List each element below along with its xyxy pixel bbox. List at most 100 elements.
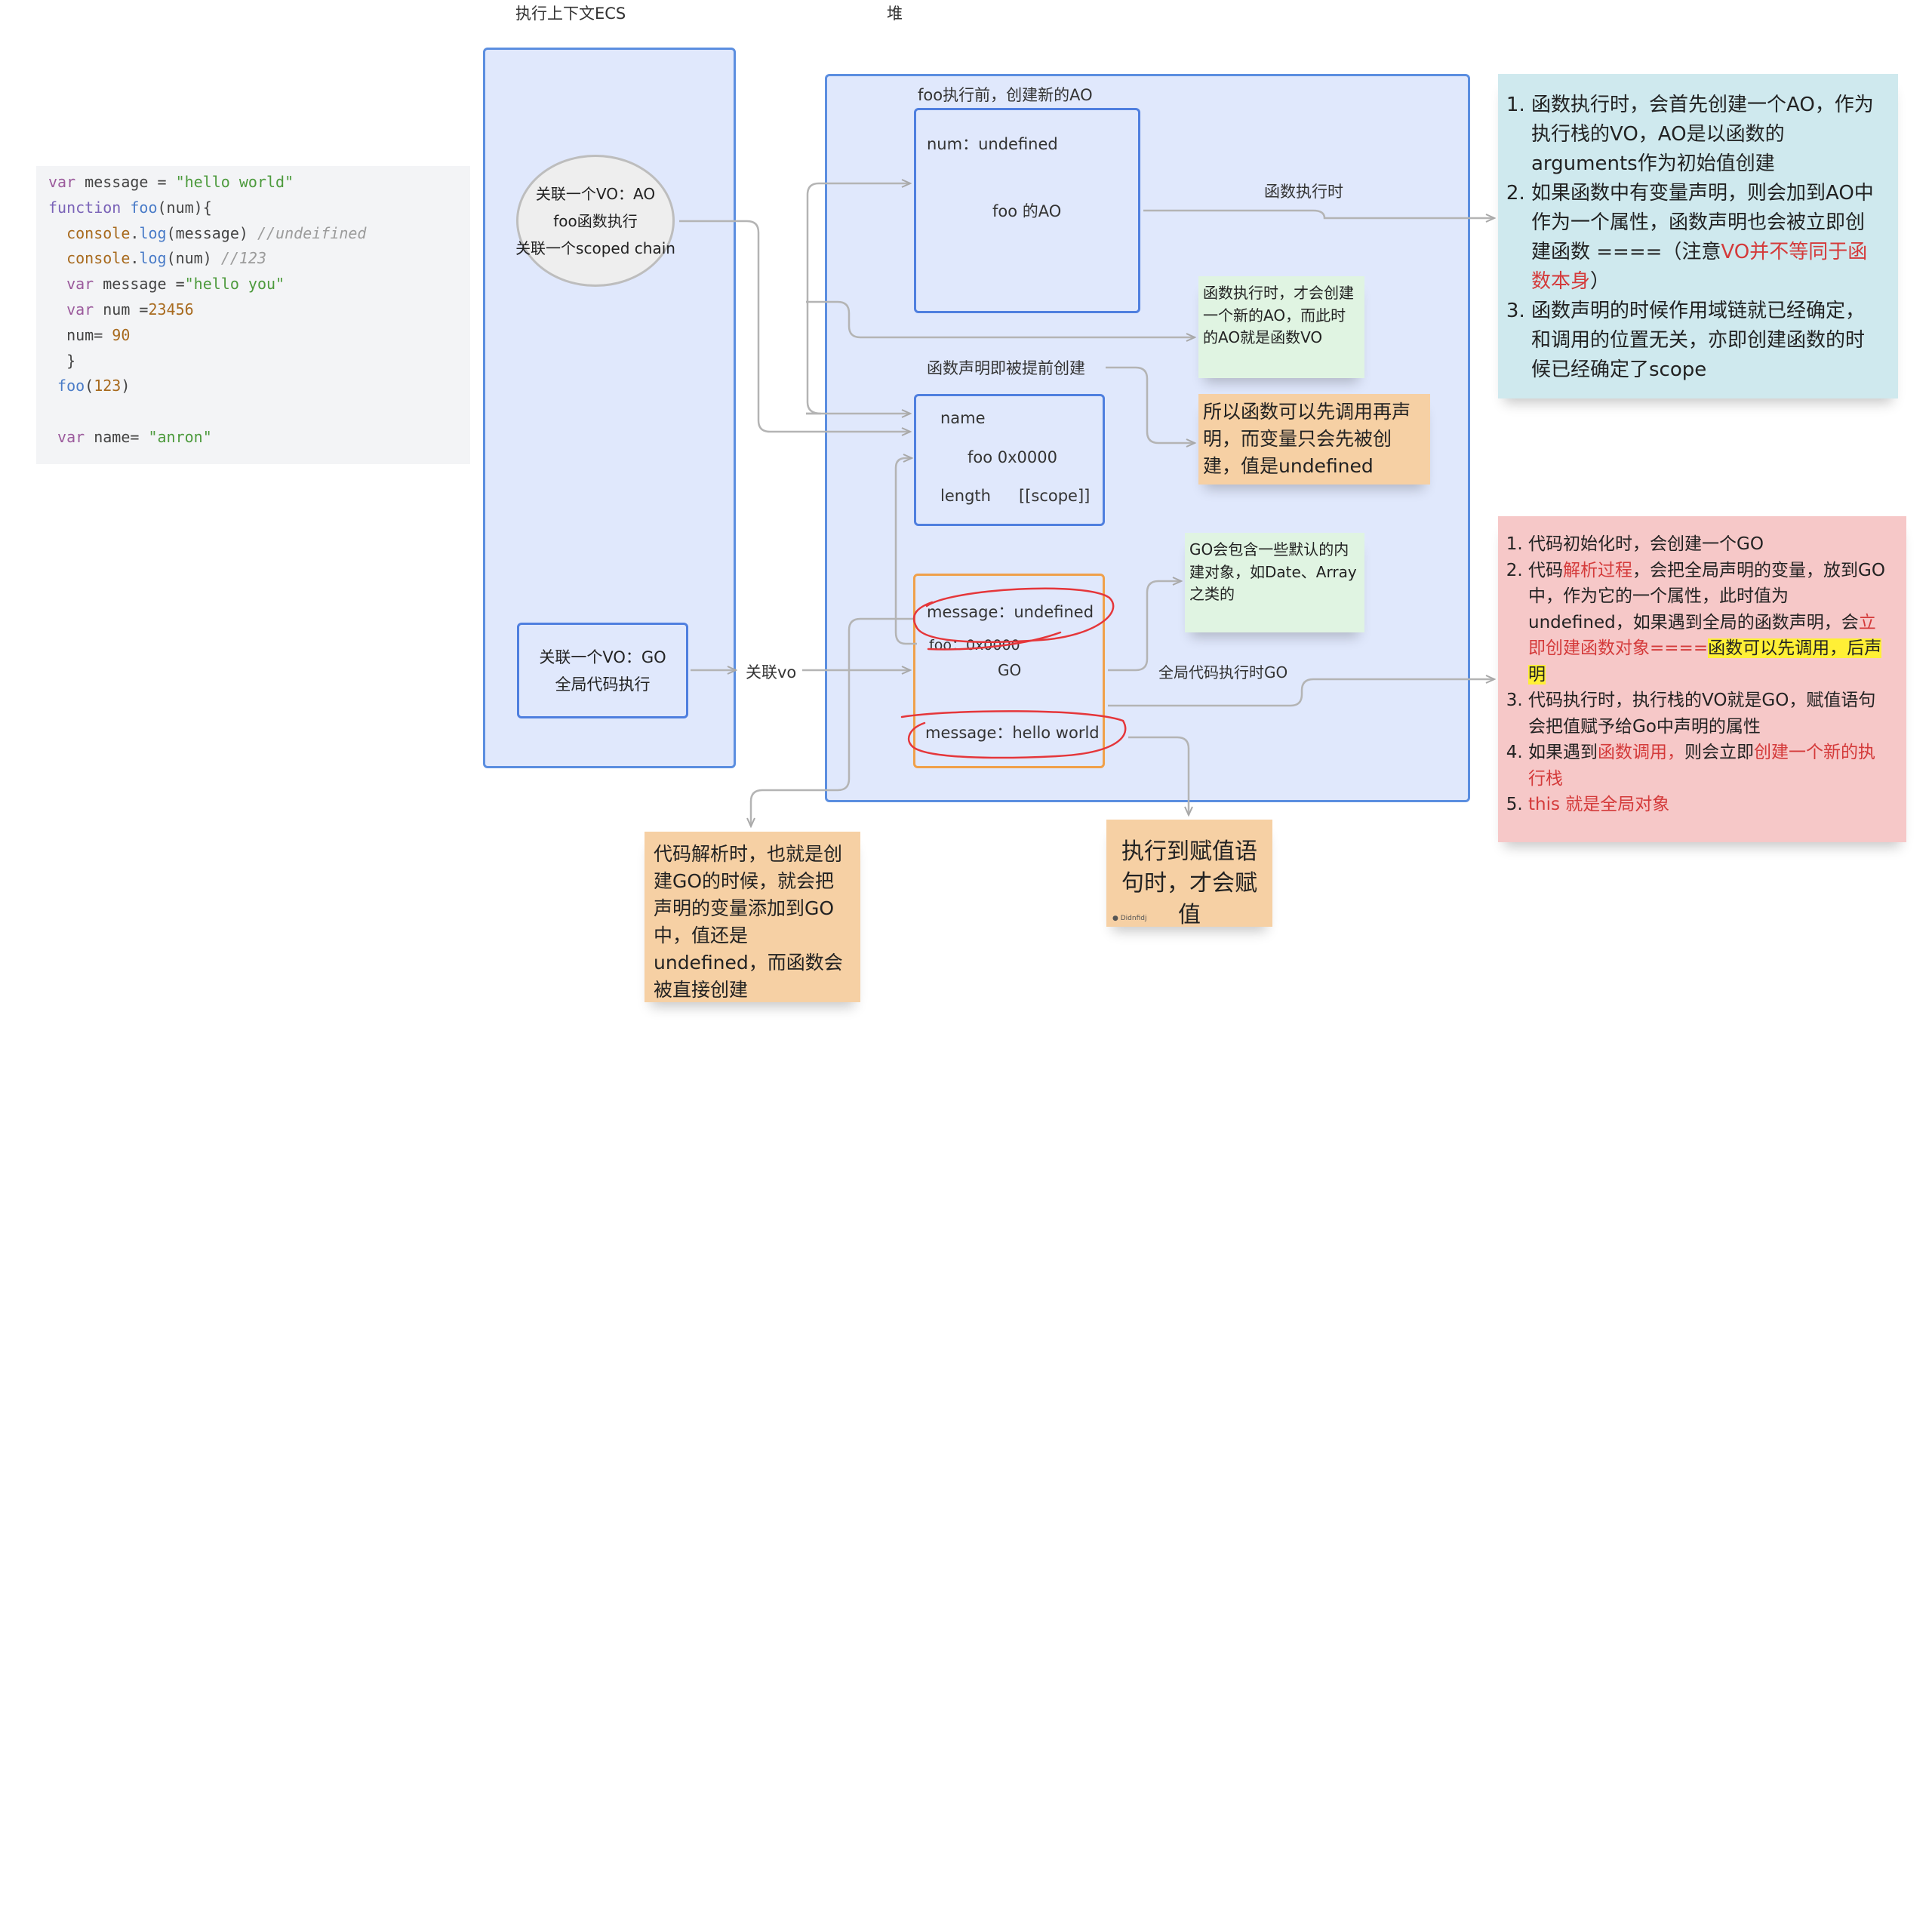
go-object-box <box>913 574 1105 768</box>
code-number: 23456 <box>148 300 194 318</box>
note-assignment-author-name: Didnfidj <box>1120 915 1147 922</box>
arrow-go-to-parse-note <box>751 617 913 826</box>
code-line-11: var name= "anron" <box>57 427 212 446</box>
note-assignment: 执行到赋值语句时，才会赋值 ● Didnfidj <box>1106 820 1272 928</box>
ao-rules-list: 函数执行时，会首先创建一个AO，作为执行栈的VO，AO是以函数的argument… <box>1501 91 1880 385</box>
foo-ao-box <box>914 108 1140 313</box>
code-string: "anron" <box>148 427 212 446</box>
note-go-rules: 代码初始化时，会创建一个GO 代码解析过程，会把全局声明的变量，放到GO中，作为它… <box>1498 516 1906 842</box>
function-address: foo 0x0000 <box>968 448 1057 466</box>
code-method: log <box>139 249 167 268</box>
list-item-text: 创建一个新的执行栈 <box>1528 743 1875 789</box>
function-object-box <box>914 394 1105 526</box>
code-line-4: console.log(num) //123 <box>66 249 267 268</box>
list-item: 函数声明的时候作用域链就已经确定，和调用的位置无关，亦即创建函数的时候已经确定了… <box>1531 297 1880 385</box>
list-item-text: ，会把全局声明的变量，放到GO中，作为它的一个属性，此时值为undefined，… <box>1528 560 1885 632</box>
list-item-text: 代码初始化时，会创建一个GO <box>1528 534 1764 554</box>
note-ao-vo: 函数执行时，才会创建一个新的AO，而此时的AO就是函数VO <box>1198 276 1364 378</box>
ao-name: foo 的AO <box>992 202 1062 220</box>
arrow-go-to-assign-note <box>1128 736 1189 815</box>
ao-title: foo执行前，创建新的AO <box>918 86 1093 104</box>
list-item-text: 函数执行时，会首先创建一个AO，作为执行栈的VO，AO是以函数的argument… <box>1531 94 1874 175</box>
function-decl-label: 函数声明即被提前创建 <box>927 359 1085 377</box>
note-hoisting-text: 所以函数可以先调用再声明，而变量只会先被创建，值是undefined <box>1203 401 1411 477</box>
note-parse-time: 代码解析时，也就是创建GO的时候，就会把声明的变量添加到GO中，值还是undef… <box>645 832 860 1002</box>
list-item-text: VO并不等同于函数本身 <box>1531 241 1868 293</box>
heap-title: 堆 <box>887 5 903 23</box>
go-message-undefined: message：undefined <box>927 603 1094 621</box>
ecs-title: 执行上下文ECS <box>515 5 626 23</box>
note-assignment-author: ● Didnfidj <box>1112 915 1147 922</box>
code-function-name: foo <box>130 198 158 217</box>
arrow-to-ao-vo-note <box>806 300 1195 337</box>
code-line-7: num= 90 <box>48 325 131 344</box>
go-context-node: 关联一个VO：GO 全局代码执行 <box>517 623 688 718</box>
list-item: 代码执行时，执行栈的VO就是GO，赋值语句会把值赋予给Go中声明的属性 <box>1528 688 1890 740</box>
list-item-text: 如果遇到 <box>1528 743 1598 762</box>
function-length-field: length <box>940 487 991 505</box>
ao-num-field: num：undefined <box>927 135 1058 153</box>
code-keyword: function <box>48 198 122 217</box>
go-message-hello-world: message：hello world <box>925 724 1100 742</box>
list-item: 函数执行时，会首先创建一个AO，作为执行栈的VO，AO是以函数的argument… <box>1531 91 1880 179</box>
code-keyword: var <box>48 173 76 191</box>
list-item-text: 立即创建函数对象==== <box>1528 612 1876 659</box>
link-vo-label: 关联vo <box>746 663 797 681</box>
code-string: "hello world" <box>175 173 294 191</box>
arrow-go-to-builtins-note <box>1108 581 1181 672</box>
note-hoisting: 所以函数可以先调用再声明，而变量只会先被创建，值是undefined <box>1198 394 1430 485</box>
list-item-text: 如果函数中有变量声明，则会加到AO中作为一个属性，函数声明也会被立即创建函数 =… <box>1531 182 1874 263</box>
list-item: this 就是全局对象 <box>1528 792 1890 818</box>
list-item-text: 函数声明的时候作用域链就已经确定，和调用的位置无关，亦即创建函数的时候已经确定了… <box>1531 300 1866 381</box>
list-item-text: 代码执行时，执行栈的VO就是GO，赋值语句会把值赋予给Go中声明的属性 <box>1528 691 1876 737</box>
go-rules-list: 代码初始化时，会创建一个GO 代码解析过程，会把全局声明的变量，放到GO中，作为它… <box>1498 531 1890 818</box>
note-parse-time-text: 代码解析时，也就是创建GO的时候，就会把声明的变量添加到GO中，值还是undef… <box>654 843 843 1001</box>
ao-context-line-3: 关联一个scoped chain <box>515 238 675 257</box>
code-keyword: var <box>66 275 94 294</box>
red-circle-foo <box>927 631 1062 651</box>
note-assignment-text: 执行到赋值语句时，才会赋值 <box>1121 838 1257 928</box>
ao-context-line-2: foo函数执行 <box>553 211 638 230</box>
code-line-3: console.log(message) //undeifined <box>66 223 367 242</box>
code-comment: //undeifined <box>257 223 367 242</box>
list-item: 如果函数中有变量声明，则会加到AO中作为一个属性，函数声明也会被立即创建函数 =… <box>1531 179 1880 297</box>
list-item-text: ） <box>1590 270 1611 293</box>
code-block: var message = "hello world" function foo(… <box>36 166 470 464</box>
code-comment: //123 <box>220 249 267 268</box>
code-line-2: function foo(num){ <box>48 198 212 217</box>
code-line-9: foo(123) <box>57 377 131 395</box>
code-line-1: var message = "hello world" <box>48 173 294 191</box>
note-go-builtins: GO会包含一些默认的内建对象，如Date、Array之类的 <box>1185 533 1364 632</box>
arrow-go-foo-to-fn-obj <box>894 458 917 645</box>
arrow-fn-decl-to-hoist-note <box>1106 366 1195 443</box>
code-keyword: var <box>66 300 94 318</box>
function-scope-field: [[scope]] <box>1019 487 1091 505</box>
code-string: "hello you" <box>184 275 285 294</box>
list-item-text: this 就是全局对象 <box>1528 795 1670 814</box>
list-item-text: 代码 <box>1528 560 1563 580</box>
arrow-ao-box-to-rules <box>1143 209 1494 218</box>
global-go-label: 全局代码执行时GO <box>1158 663 1288 681</box>
code-number: 90 <box>112 325 131 344</box>
list-item-text: 则会立即 <box>1684 743 1754 762</box>
ao-context-node: 关联一个VO：AO foo函数执行 关联一个scoped chain <box>515 155 675 287</box>
list-item: 代码解析过程，会把全局声明的变量，放到GO中，作为它的一个属性，此时值为unde… <box>1528 558 1890 688</box>
code-line-6: var num =23456 <box>66 300 194 318</box>
go-context-line-2: 全局代码执行 <box>555 675 651 694</box>
code-keyword: var <box>57 427 85 446</box>
note-go-builtins-text: GO会包含一些默认的内建对象，如Date、Array之类的 <box>1189 540 1357 603</box>
code-function-name: foo <box>57 377 85 395</box>
function-exec-label: 函数执行时 <box>1264 183 1343 201</box>
arrow-ao-ctx-to-ao-box <box>806 183 910 415</box>
go-name: GO <box>998 661 1022 679</box>
go-context-line-1: 关联一个VO：GO <box>539 648 666 666</box>
ao-context-line-1: 关联一个VO：AO <box>535 184 656 203</box>
code-method: log <box>139 223 167 242</box>
function-name-field: name <box>940 409 986 427</box>
red-circle-message-undefined <box>912 587 1115 643</box>
list-item-text: 函数调用， <box>1598 743 1684 762</box>
code-object: console <box>66 223 131 242</box>
arrow-ao-ctx-to-fn-obj <box>679 220 910 432</box>
list-item-text: 解析过程 <box>1563 560 1632 580</box>
